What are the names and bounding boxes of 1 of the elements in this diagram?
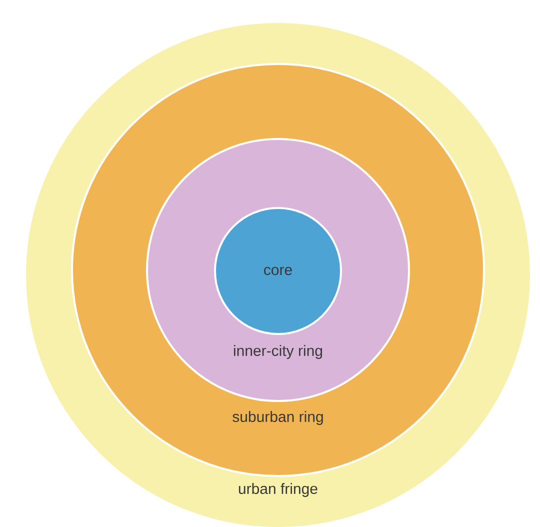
ring: core — [214, 207, 342, 335]
